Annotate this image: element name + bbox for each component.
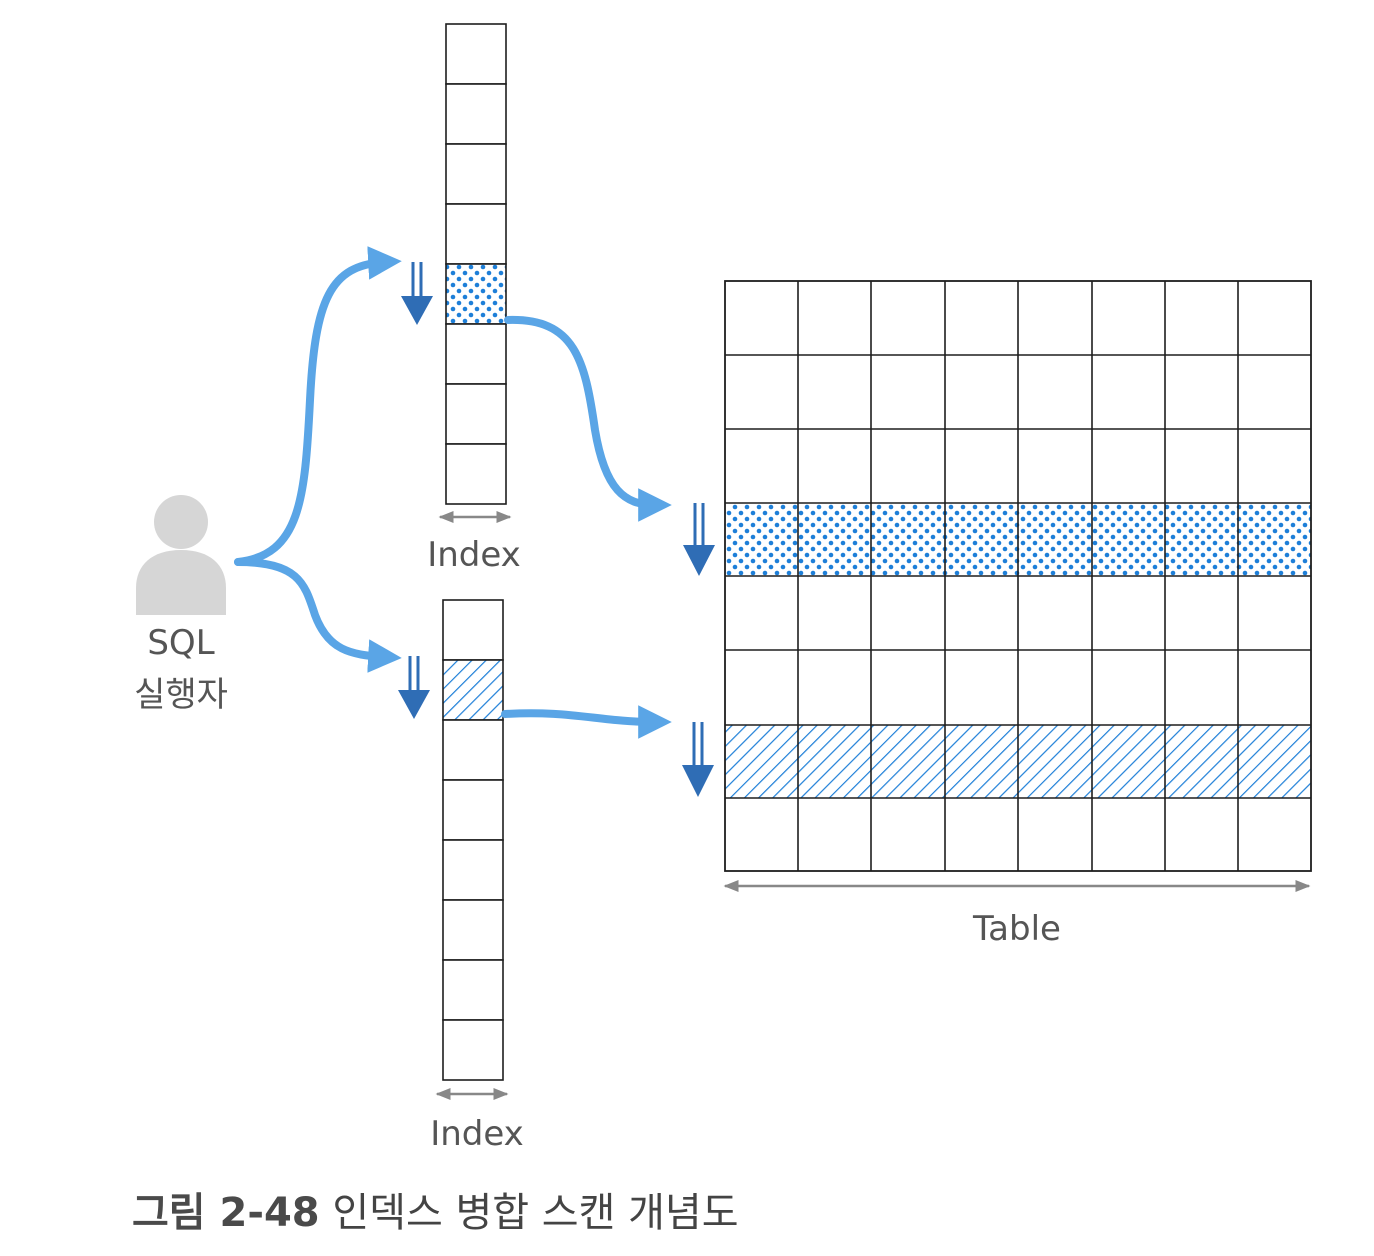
actor-label-sql: SQL bbox=[147, 623, 214, 663]
scan-down-arrow-icon bbox=[398, 656, 430, 719]
person-icon bbox=[136, 495, 226, 615]
figure-number: 그림 2-48 bbox=[132, 1190, 320, 1236]
figure-title: 인덱스 병합 스캔 개념도 bbox=[332, 1190, 739, 1236]
figure-caption: 그림 2-48 인덱스 병합 스캔 개념도 bbox=[132, 1180, 739, 1238]
bottom-index-hatched-cell bbox=[442, 659, 504, 721]
flow-arrow-to-bottom-index bbox=[234, 558, 402, 673]
top-index-column bbox=[445, 23, 507, 505]
actor-label-executor: 실행자 bbox=[134, 675, 228, 715]
table-label: Table bbox=[972, 909, 1061, 949]
scan-down-arrow-icon bbox=[682, 722, 714, 797]
flow-arrow-top-index-to-table bbox=[504, 315, 672, 522]
flow-arrow-to-top-index bbox=[234, 246, 402, 566]
table-grid bbox=[724, 280, 1312, 872]
bottom-index-column bbox=[442, 599, 504, 1081]
top-index-dotted-cell bbox=[445, 263, 507, 325]
scan-down-arrow-icon bbox=[683, 503, 715, 576]
top-index-label: Index bbox=[427, 535, 521, 575]
flow-arrow-bottom-index-to-table bbox=[501, 705, 672, 739]
bottom-index-label: Index bbox=[430, 1114, 524, 1154]
scan-down-arrow-icon bbox=[401, 262, 433, 325]
